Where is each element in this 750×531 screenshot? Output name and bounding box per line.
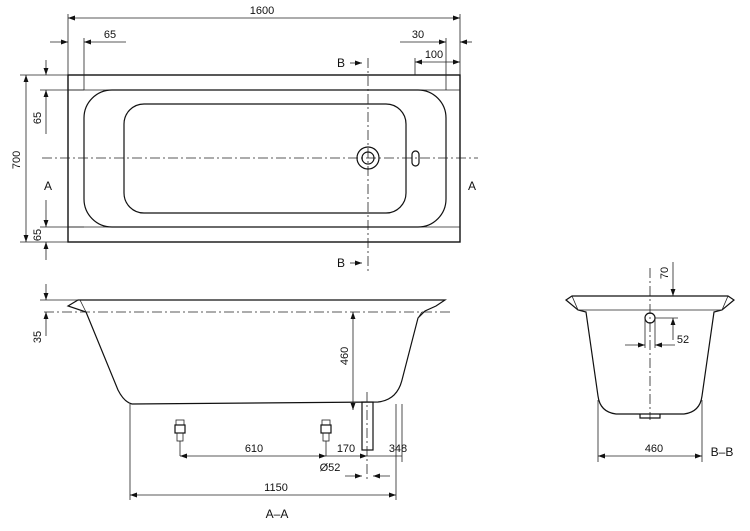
tub-outer-rim [67,74,461,243]
plan-view: 1600 65 30 100 700 65 65 A A B [11,5,478,272]
dim-width: 700 [11,151,23,169]
tub-section-b-shell [564,295,736,415]
tub-basin-outline [83,89,447,228]
dim-rim-left: 65 [104,29,116,41]
dim-leg-spacing: 610 [245,443,263,455]
section-a-view: 35 460 610 170 348 Ø52 1150 A–A [32,284,450,521]
section-b-view: 70 52 460 B–B [564,262,736,462]
waste-pipe [361,401,374,451]
dim-overflow-offset: 100 [425,49,443,61]
dim-rim-top: 65 [32,112,44,124]
dim-rim-height: 35 [32,331,44,343]
dim-overflow-diameter: 52 [677,334,689,346]
dim-waste-offset: 170 [337,443,355,455]
tub-basin-floor [123,103,407,214]
leg-right-icon [320,419,332,456]
dim-base-width: 460 [645,443,663,455]
dim-length: 1600 [250,5,274,17]
tub-section-shell [66,299,447,405]
leg-left-icon [174,419,186,456]
section-a-label: A–A [266,507,289,521]
section-b-label: B–B [711,445,734,459]
dim-rim-right: 30 [412,29,424,41]
section-mark-a-right: A [468,179,476,193]
dim-base-length: 1150 [264,482,288,494]
drain-outer-icon [356,146,380,170]
overflow-icon [411,150,420,167]
dim-rim-bottom: 65 [32,229,44,241]
drain-inner-icon [361,151,375,165]
section-mark-b-bottom: B [337,256,345,270]
section-mark-a-left: A [44,179,52,193]
dim-waste-to-end: 348 [389,443,407,455]
section-mark-b-top: B [337,56,345,70]
dim-waste-diameter: Ø52 [320,462,341,474]
dim-depth: 460 [339,347,351,365]
dim-overflow-height: 70 [659,267,671,279]
